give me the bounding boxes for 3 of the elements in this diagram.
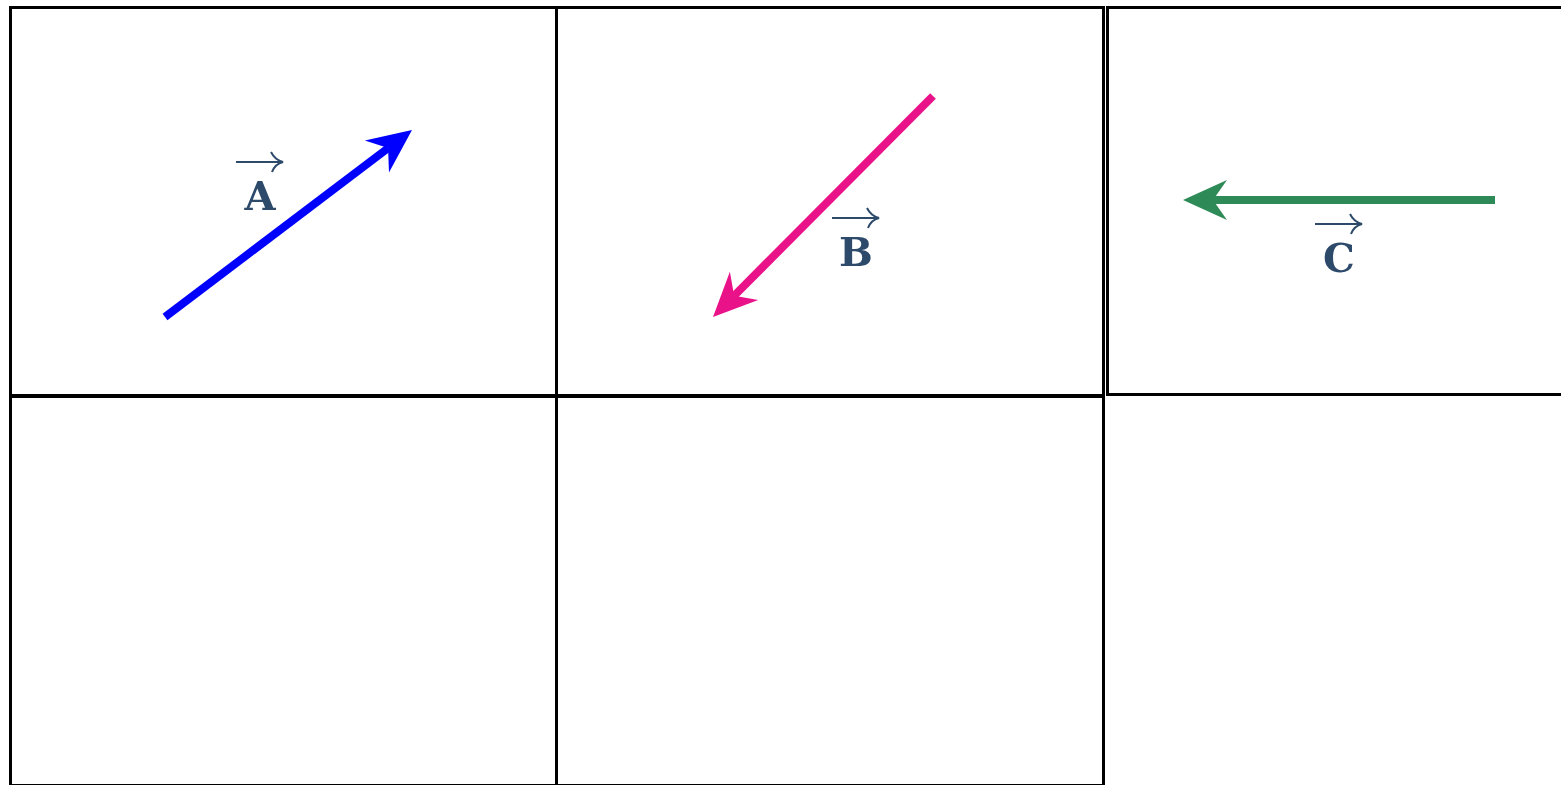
vector-label: A [244,172,276,219]
vector-label: B [839,228,873,275]
vector-label: C [1323,234,1355,281]
